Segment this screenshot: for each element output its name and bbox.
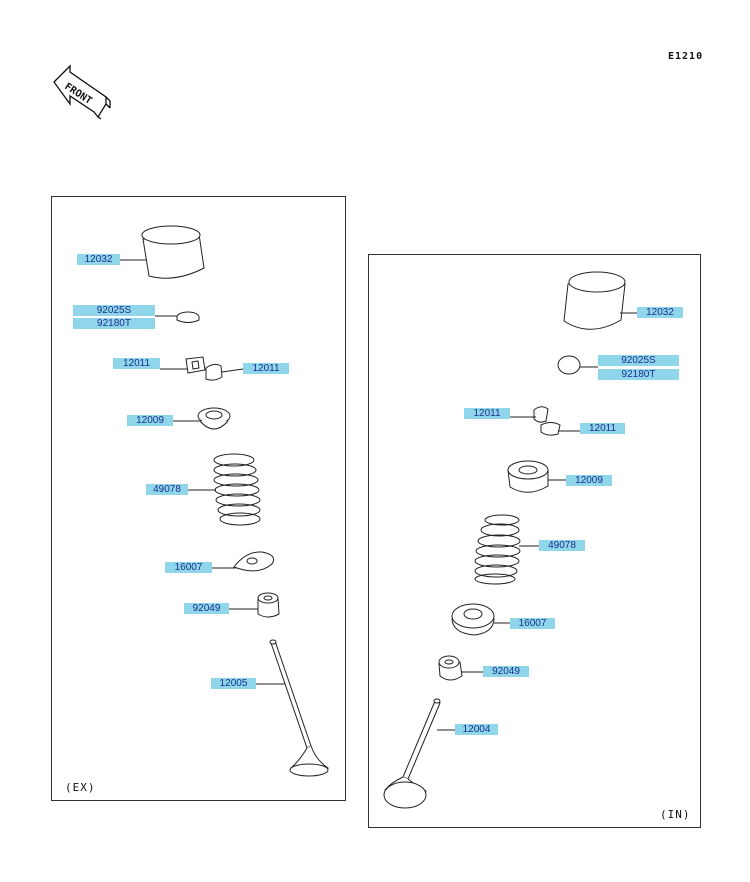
- ex-retainer-part: [197, 407, 231, 430]
- in-stem-seal-part: [438, 655, 463, 681]
- in-stem-seal-code[interactable]: 92049: [483, 666, 529, 677]
- ex-keeper-left-code[interactable]: 12011: [113, 358, 160, 369]
- ex-valve-part: [269, 639, 329, 777]
- in-keeper-part: [533, 406, 561, 436]
- ex-retainer-code[interactable]: 12009: [127, 415, 173, 426]
- ex-lifter-code[interactable]: 12032: [77, 254, 120, 265]
- ex-stem-seal-part: [257, 592, 280, 618]
- in-shim-t-code[interactable]: 92180T: [598, 369, 679, 380]
- in-keeper-left-code[interactable]: 12011: [464, 408, 510, 419]
- ex-spring-seat-part: [233, 551, 275, 572]
- ex-shim-part: [176, 311, 200, 323]
- ex-keeper-right-code[interactable]: 12011: [243, 363, 289, 374]
- in-spring-part: [474, 514, 521, 585]
- in-retainer-code[interactable]: 12009: [566, 475, 612, 486]
- in-valve-code[interactable]: 12004: [455, 724, 498, 735]
- ex-valve-code[interactable]: 12005: [211, 678, 256, 689]
- in-retainer-part: [507, 460, 549, 493]
- in-valve-part: [383, 698, 441, 809]
- in-keeper-right-code[interactable]: 12011: [580, 423, 625, 434]
- ex-spring-part: [213, 453, 261, 526]
- in-lifter-part: [563, 271, 626, 330]
- in-spring-seat-code[interactable]: 16007: [510, 618, 555, 629]
- ex-spring-code[interactable]: 49078: [146, 484, 188, 495]
- ex-spring-seat-code[interactable]: 16007: [165, 562, 212, 573]
- in-spring-seat-part: [451, 603, 495, 636]
- ex-lifter-part: [141, 225, 205, 279]
- in-shim-s-code[interactable]: 92025S: [598, 355, 679, 366]
- ex-stem-seal-code[interactable]: 92049: [184, 603, 229, 614]
- in-shim-part: [557, 355, 581, 375]
- in-panel-frame: [368, 254, 701, 828]
- ex-shim-s-code[interactable]: 92025S: [73, 305, 155, 316]
- front-arrow-icon: [53, 64, 111, 120]
- in-panel-label: (IN): [660, 808, 691, 821]
- in-spring-code[interactable]: 49078: [539, 540, 585, 551]
- ex-panel-label: (EX): [65, 781, 96, 794]
- ex-shim-t-code[interactable]: 92180T: [73, 318, 155, 329]
- figure-id: E1210: [668, 51, 704, 62]
- in-lifter-code[interactable]: 12032: [637, 307, 683, 318]
- ex-keeper-part: [185, 356, 223, 381]
- ex-panel-frame: [51, 196, 346, 801]
